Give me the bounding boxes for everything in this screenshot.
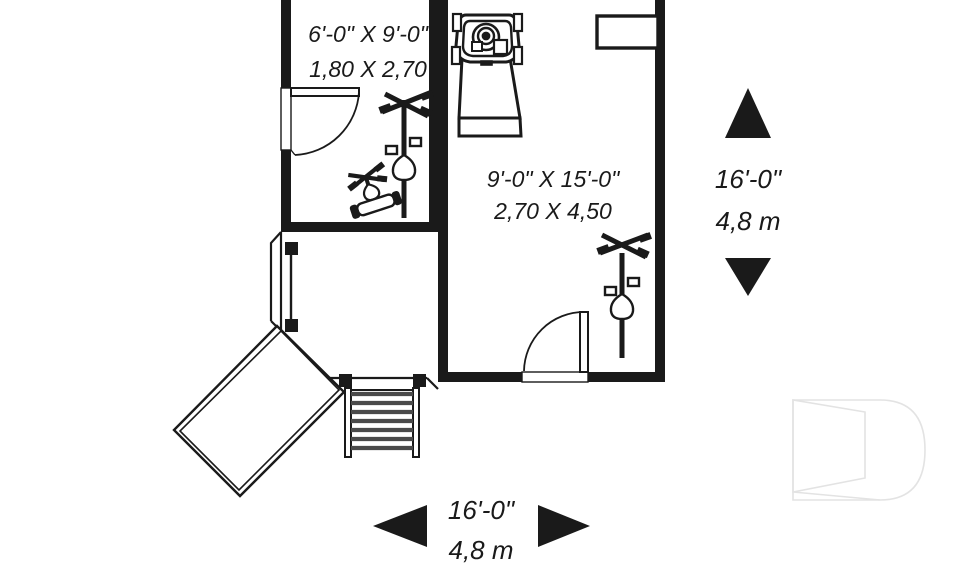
access-ramp [172, 324, 346, 498]
garage-room-dim-metric: 2,70 X 4,50 [493, 198, 612, 224]
overall-width-metric: 4,8 m [448, 535, 513, 565]
door-swing-arc [523, 311, 585, 372]
garage-room-label: 9'-0" X 15'-0" 2,70 X 4,50 [487, 166, 621, 224]
arrow-left-icon [373, 505, 427, 547]
garage-room-dim-imperial: 9'-0" X 15'-0" [487, 166, 621, 192]
overall-depth-metric: 4,8 m [715, 206, 780, 236]
deck-posts [285, 242, 426, 387]
exterior-door-south [521, 311, 589, 383]
storage-room-label: 6'-0" X 9'-0" 1,80 X 2,70 [308, 21, 430, 82]
deck-stairs [344, 387, 420, 458]
deck-post [339, 374, 352, 387]
watermark-logo [792, 399, 926, 501]
overall-width-dimension: 16'-0" 4,8 m [373, 495, 590, 565]
overall-depth-dimension: 16'-0" 4,8 m [715, 88, 783, 296]
workbench-shelf [595, 14, 660, 50]
exterior-door-west [280, 87, 360, 156]
door-leaf [290, 87, 360, 97]
arrow-up-icon [725, 88, 771, 138]
storage-room-dim-imperial: 6'-0" X 9'-0" [308, 21, 430, 47]
deck-post [413, 374, 426, 387]
arrow-down-icon [725, 258, 771, 296]
overall-width-imperial: 16'-0" [448, 495, 516, 525]
lawn-mower [450, 12, 524, 138]
arrow-right-icon [538, 505, 590, 547]
bicycle [596, 232, 653, 358]
door-swing-arc [294, 91, 360, 156]
bicycle [378, 89, 435, 218]
bicycle-small [347, 161, 403, 219]
storage-room-dim-metric: 1,80 X 2,70 [309, 56, 427, 82]
deck-post [285, 242, 298, 255]
deck-post [285, 319, 298, 332]
door-leaf [579, 311, 589, 373]
overall-depth-imperial: 16'-0" [715, 164, 783, 194]
